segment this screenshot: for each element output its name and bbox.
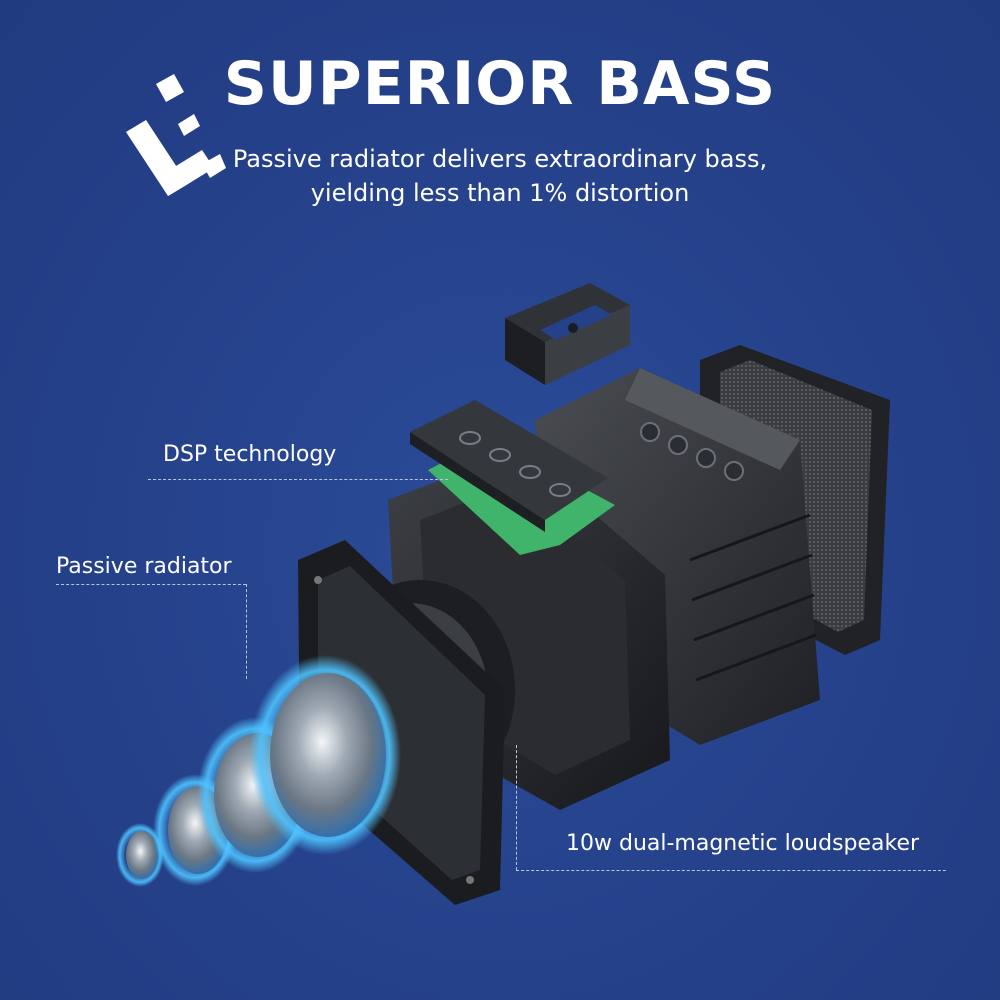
bass-wave-discs <box>116 655 401 887</box>
dsp-circuit-board <box>410 400 615 555</box>
loudspeaker-leader-line-vertical <box>516 745 517 870</box>
passive-radiator-frame <box>298 540 505 905</box>
page-title: SUPERIOR BASS <box>223 49 777 119</box>
mount-bracket <box>505 283 630 385</box>
subtitle-line-2: yielding less than 1% distortion <box>310 179 690 207</box>
radiator-leader-line <box>56 584 246 585</box>
passive-radiator-label: Passive radiator <box>56 554 232 579</box>
dsp-leader-line <box>148 479 448 480</box>
loudspeaker-leader-line <box>516 870 946 871</box>
dsp-technology-label: DSP technology <box>163 442 337 467</box>
radiator-leader-line-vertical <box>246 584 247 679</box>
loudspeaker-label: 10w dual-magnetic loudspeaker <box>566 831 920 856</box>
corner-bracket-logo-icon <box>126 74 226 196</box>
subtitle-line-1: Passive radiator delivers extraordinary … <box>232 145 768 173</box>
